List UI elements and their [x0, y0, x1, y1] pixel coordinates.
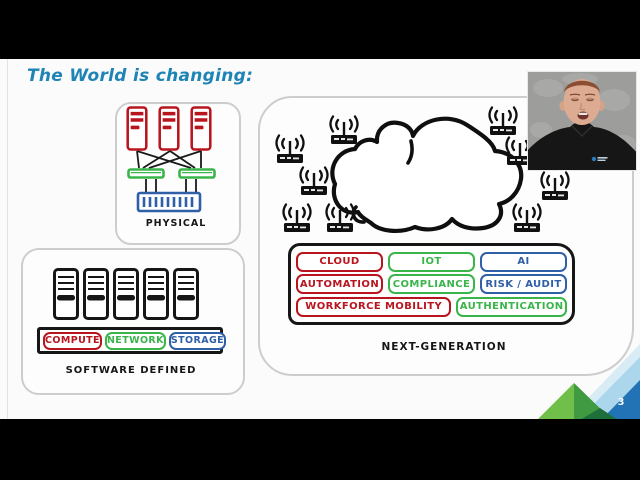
physical-label: PHYSICAL — [145, 218, 207, 229]
chip-automation: AUTOMATION — [296, 274, 383, 294]
collar-line — [571, 125, 593, 138]
chip-workforce-mobility: WORKFORCE MOBILITY — [296, 296, 452, 317]
slide-edge-line — [7, 59, 8, 419]
face — [563, 79, 601, 125]
slide-title: The World is changing: — [27, 66, 254, 86]
chip-risk-audit: RISK / AUDIT — [480, 274, 567, 294]
chip-network: NETWORK — [104, 331, 166, 350]
closed-eyes — [571, 99, 594, 101]
chip-cloud: CLOUD — [296, 251, 383, 272]
page-number: 3 — [617, 397, 625, 408]
shirt-logo — [591, 156, 608, 162]
chip-iot: IOT — [388, 251, 475, 272]
presenter-portrait — [528, 72, 636, 170]
open-mouth — [577, 111, 589, 120]
chip-compliance: COMPLIANCE — [388, 274, 475, 294]
presenter-webcam — [528, 72, 636, 170]
eyebrows — [569, 93, 596, 96]
chip-authentication: AUTHENTICATION — [456, 296, 567, 317]
chip-row: WORKFORCE MOBILITY AUTHENTICATION — [296, 296, 567, 317]
software-defined-chip-bar: COMPUTE NETWORK STORAGE — [37, 327, 227, 354]
hair — [564, 80, 600, 92]
chip-compute: COMPUTE — [43, 331, 102, 350]
bottom-letterbox-bar — [0, 419, 640, 480]
next-generation-label: NEXT-GENERATION — [381, 341, 507, 353]
software-defined-label: SOFTWARE DEFINED — [65, 365, 197, 376]
chip-storage: STORAGE — [168, 331, 227, 350]
next-generation-chip-panel: CLOUD IOT AI AUTOMATION COMPLIANCE RISK … — [288, 243, 575, 325]
top-letterbox-bar — [0, 0, 640, 59]
teeth — [578, 112, 588, 115]
black-polo-shirt — [528, 121, 636, 170]
nose — [578, 102, 586, 111]
chip-ai: AI — [480, 251, 567, 272]
chip-row: CLOUD IOT AI — [296, 251, 567, 272]
chip-row: AUTOMATION COMPLIANCE RISK / AUDIT — [296, 274, 567, 294]
